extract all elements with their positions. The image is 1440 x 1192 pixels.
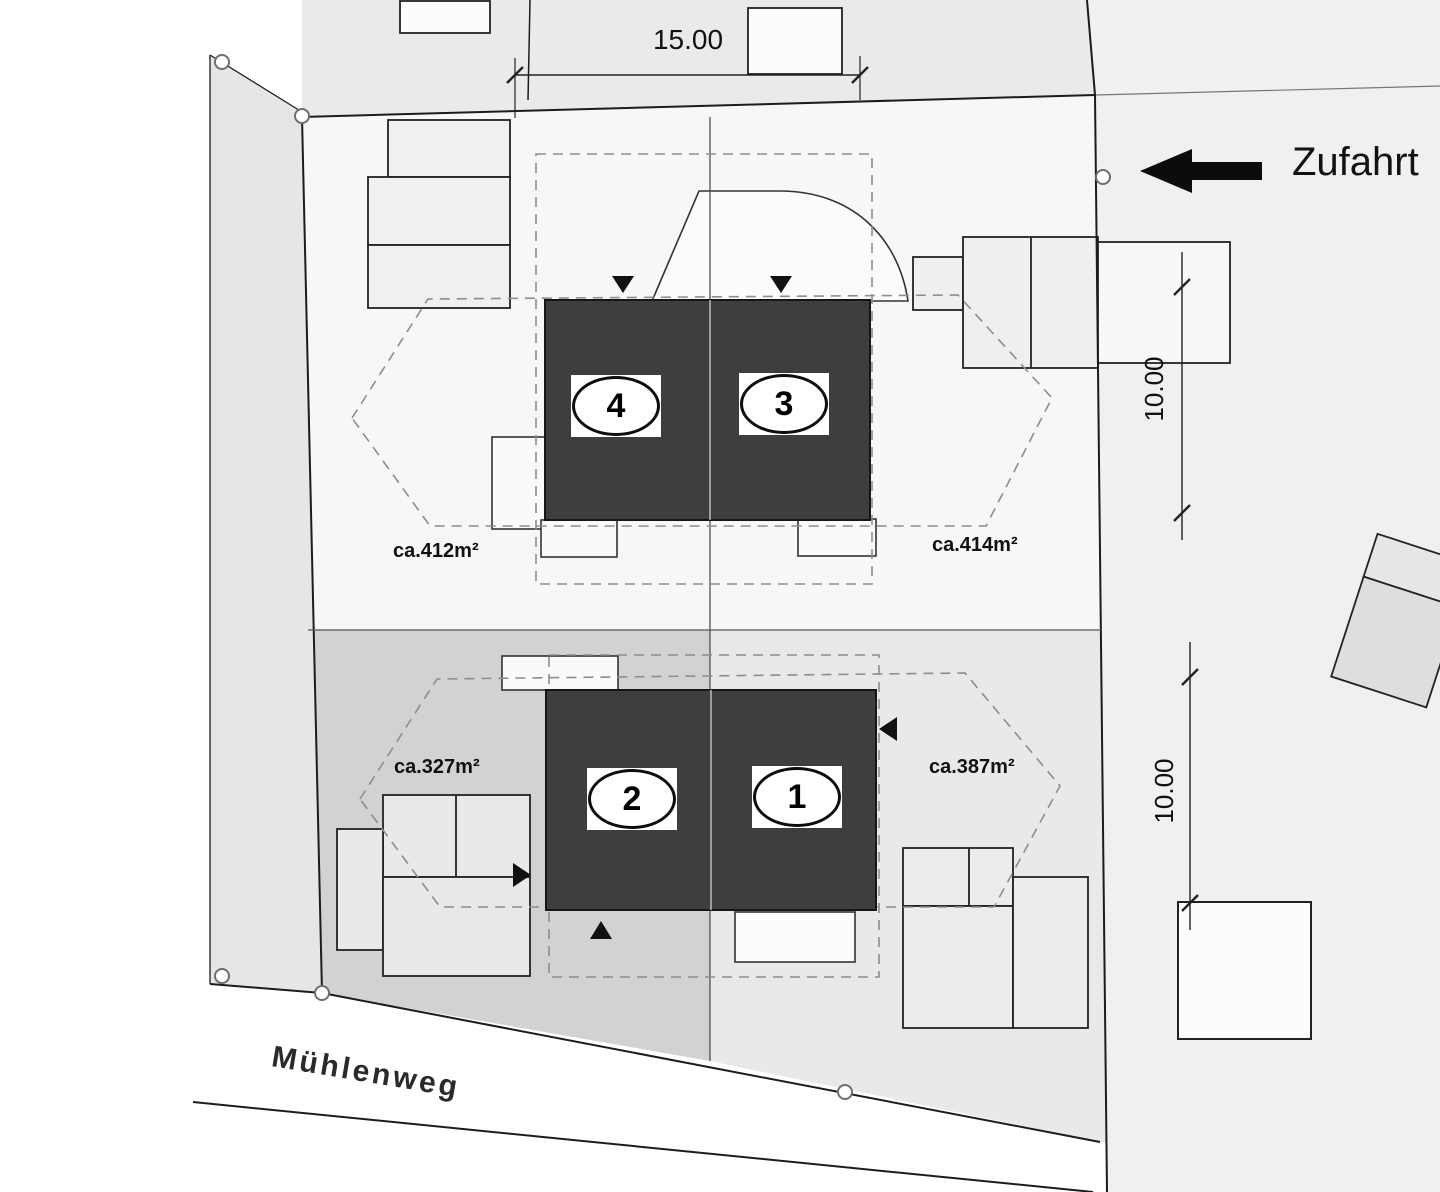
entrance-down-icon — [770, 276, 792, 293]
house-number-badge-2: 2 — [587, 768, 677, 830]
plot-area-label-2: ca.327m² — [394, 756, 480, 778]
house-number-1: 1 — [753, 767, 841, 827]
plot-area-label-3: ca.414m² — [932, 534, 1018, 556]
plot-boundaries — [209, 0, 1440, 1192]
house-number-3: 3 — [740, 374, 828, 434]
dimension-lines — [506, 56, 1199, 930]
entrance-down-icon — [612, 276, 634, 293]
house-number-4: 4 — [572, 376, 660, 436]
entrance-left-icon — [879, 717, 897, 741]
access-label: Zufahrt — [1292, 140, 1419, 184]
plot-area-label-4: ca.412m² — [393, 540, 479, 562]
dimension-label-top: 15.00 — [652, 24, 724, 55]
plot-area-label-1: ca.387m² — [929, 756, 1015, 778]
dimension-label-right-lower: 10.00 — [1149, 758, 1179, 824]
access-arrow-icon — [1140, 149, 1262, 193]
house-number-badge-4: 4 — [571, 375, 661, 437]
dimension-label-right-upper: 10.00 — [1139, 356, 1169, 422]
house-number-badge-1: 1 — [752, 766, 842, 828]
existing-buildings — [336, 0, 1440, 1040]
entrance-up-icon — [590, 921, 612, 939]
house-number-badge-3: 3 — [739, 373, 829, 435]
house-number-2: 2 — [588, 769, 676, 829]
entrance-arrow-icons — [513, 276, 897, 939]
entrance-right-icon — [513, 863, 531, 887]
boundary-markers — [214, 54, 1111, 1100]
